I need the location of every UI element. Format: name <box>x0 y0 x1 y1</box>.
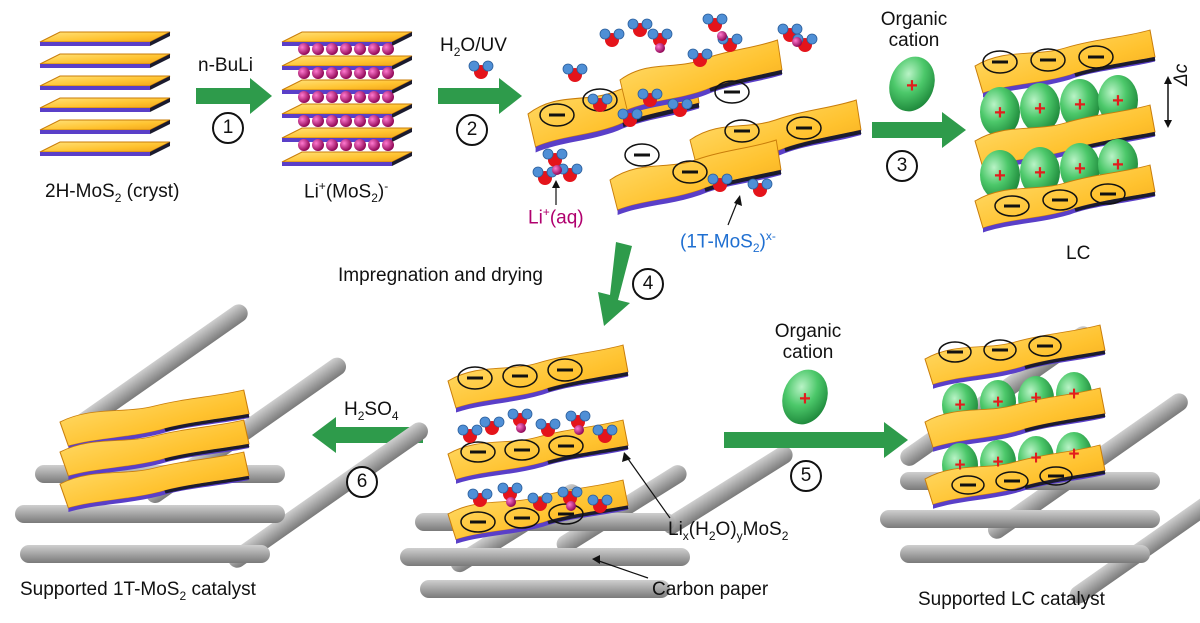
lc-stack: + + + + + + + + <box>973 28 1172 235</box>
svg-text:+: + <box>799 388 811 410</box>
label-li-aq: Li+(aq) <box>528 205 584 229</box>
label-1t-mos2: (1T-MoS2)x- <box>680 229 776 256</box>
svg-text:+: + <box>1030 448 1041 469</box>
arrow-step-1 <box>196 78 272 114</box>
step-4-circle: 4 <box>632 268 664 300</box>
step-1-circle: 1 <box>212 112 244 144</box>
step-3-circle: 3 <box>886 150 918 182</box>
step-2-circle: 2 <box>456 114 488 146</box>
hydrated-li-clusters <box>532 13 818 198</box>
svg-text:+: + <box>1074 94 1086 116</box>
label-h2so4: H2SO4 <box>344 399 399 423</box>
mos2-2h-stack <box>39 31 171 157</box>
label-lc: LC <box>1066 243 1091 264</box>
svg-text:+: + <box>1112 90 1124 112</box>
label-lix-h2o-mos2: Lix(H2O)yMoS2 <box>668 519 789 543</box>
svg-text:+: + <box>1112 154 1124 176</box>
step-5-circle: 5 <box>790 460 822 492</box>
svg-text:+: + <box>1034 162 1046 184</box>
arrow-step-4 <box>598 242 632 326</box>
svg-text:+: + <box>994 102 1006 124</box>
label-carbon-paper: Carbon paper <box>652 579 769 600</box>
svg-text:+: + <box>992 452 1003 473</box>
label-n-buli: n-BuLi <box>198 55 253 76</box>
exfoliated-sheets <box>528 13 863 226</box>
svg-text:+: + <box>954 395 965 416</box>
plus-sign: + <box>906 75 918 97</box>
organic-cation-bottom: + <box>782 369 828 425</box>
label-impregnation: Impregnation and drying <box>338 265 543 286</box>
li-mos2-stack <box>281 31 413 167</box>
svg-text:+: + <box>1068 444 1079 465</box>
water-molecule-icon <box>468 60 494 80</box>
supported-1t-catalyst <box>15 304 428 568</box>
svg-text:+: + <box>1074 158 1086 180</box>
label-supported-1t: Supported 1T-MoS2 catalyst <box>20 579 256 603</box>
svg-text:+: + <box>954 455 965 476</box>
label-supported-lc: Supported LC catalyst <box>918 589 1105 610</box>
label-organic-cation-top: Organic cation <box>880 9 948 51</box>
svg-text:+: + <box>992 392 1003 413</box>
arrow-step-3 <box>872 112 966 148</box>
step-6-circle: 6 <box>346 466 378 498</box>
label-h2o-uv: H2O/UV <box>440 35 507 59</box>
arrow-step-5 <box>724 422 908 458</box>
svg-text:+: + <box>1030 388 1041 409</box>
svg-text:+: + <box>1068 384 1079 405</box>
label-organic-cation-bottom: Organic cation <box>774 321 842 363</box>
svg-text:+: + <box>994 165 1006 187</box>
supported-lc-catalyst: + + + + + + + + <box>880 323 1200 604</box>
carbon-paper-center <box>400 343 793 598</box>
label-2h-mos2: 2H-MoS2 (cryst) <box>45 181 180 205</box>
svg-text:+: + <box>1034 98 1046 120</box>
label-li-mos2: Li+(MoS2)- <box>304 179 389 206</box>
organic-cation-top: + <box>889 56 935 112</box>
label-delta-c: Δc <box>1171 63 1192 86</box>
arrow-step-2 <box>438 78 522 114</box>
